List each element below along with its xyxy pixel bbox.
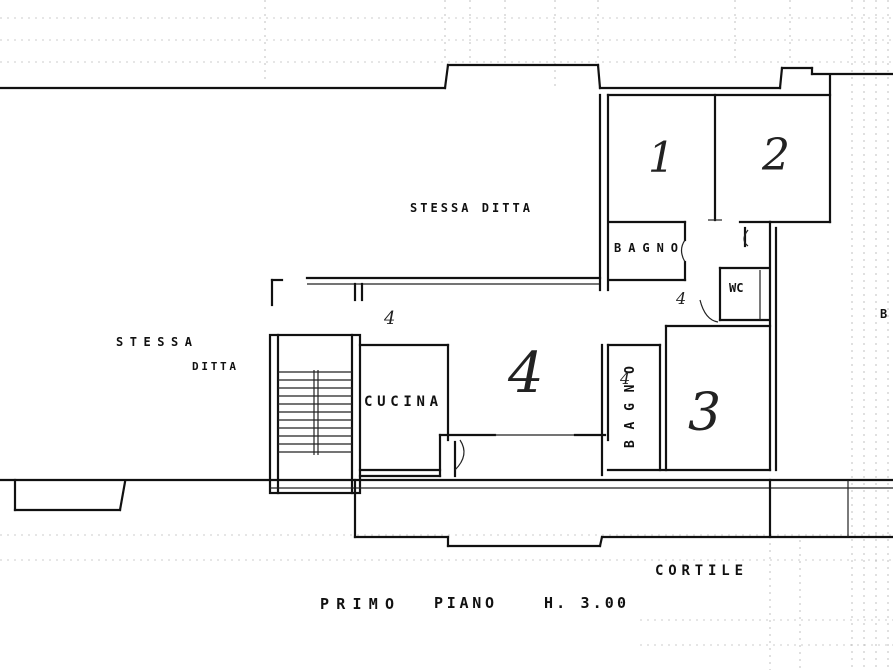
room-number-4-small-a: 4: [383, 308, 395, 329]
door-swings: [454, 229, 749, 471]
room-number-2: 2: [761, 130, 790, 181]
label-cortile: CORTILE: [655, 563, 743, 579]
room-number-4-small-b: 4: [675, 289, 686, 308]
room-number-4: 4: [507, 341, 544, 406]
room-number-4-small-c: 4: [619, 369, 630, 388]
label-bagno-top: BAGNO: [614, 241, 678, 255]
label-bagno-bottom: BAGNO: [623, 366, 638, 448]
walls: [0, 63, 893, 548]
label-stessa-ditta-left-1: STESSA: [116, 335, 193, 349]
floor-name: PRIMO: [320, 595, 394, 613]
label-stessa-ditta-top: STESSA DITTA: [410, 201, 531, 215]
label-stessa-ditta-left-2: DITTA: [192, 360, 236, 373]
label-edge-right: B: [880, 307, 887, 321]
staircase: [278, 370, 352, 455]
floor-word: PIANO: [434, 594, 494, 612]
room-number-3: 3: [688, 383, 721, 443]
room-number-1: 1: [648, 133, 675, 182]
floor-height: H. 3.00: [544, 594, 626, 612]
label-wc: WC: [729, 281, 743, 295]
label-cucina: CUCINA: [364, 394, 439, 410]
